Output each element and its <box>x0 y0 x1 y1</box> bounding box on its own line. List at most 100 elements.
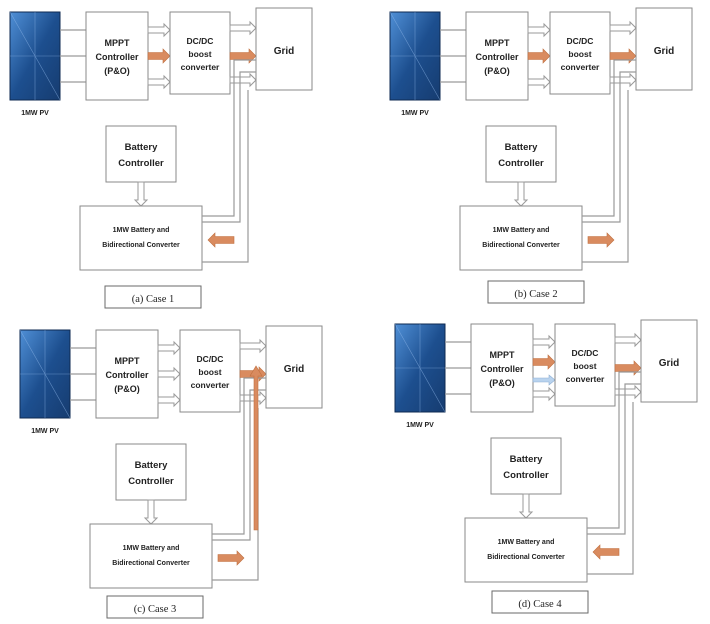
dcdc-converter-box <box>554 323 616 407</box>
connector-arrow <box>532 334 556 350</box>
battery-label-line1: 1MW Battery and <box>493 227 550 234</box>
pv-panel-grid <box>389 11 441 101</box>
mppt-label-line1: MPPT <box>114 356 140 366</box>
power-flow-arrow <box>587 232 615 248</box>
mppt-label-line3: (P&O) <box>104 66 130 76</box>
battery-converter-box <box>89 523 213 589</box>
connector-arrow <box>157 366 181 382</box>
battery-converter-box <box>79 205 203 271</box>
mppt-label-line2: Controller <box>480 364 523 374</box>
mppt-label-line1: MPPT <box>489 350 515 360</box>
connector-arrow <box>614 384 642 400</box>
dcdc-label-line3: converter <box>181 62 220 72</box>
battery-converter-box <box>464 517 588 583</box>
connector-arrow <box>527 74 551 90</box>
mppt-controller-box <box>95 329 159 419</box>
battery-controller-line2: Controller <box>498 158 544 169</box>
case-diagram-2: 1MW PVMPPTController(P&O)DC/DCboostconve… <box>389 7 693 271</box>
battery-controller-line1: Battery <box>125 142 158 153</box>
caption-box <box>491 590 589 614</box>
connector-arrow <box>157 340 181 356</box>
case-caption-4: (d) Case 4 <box>491 590 589 614</box>
grid-label: Grid <box>654 46 675 57</box>
dcdc-label-line2: boost <box>198 367 221 377</box>
dcdc-label-line1: DC/DC <box>187 36 214 46</box>
connector-arrow <box>147 22 171 38</box>
power-flow-arrow <box>217 550 245 566</box>
connector-arrow <box>532 386 556 402</box>
control-arrow <box>518 493 534 519</box>
connector-arrow <box>614 332 642 348</box>
pv-panel-grid <box>394 323 446 413</box>
pv-label: 1MW PV <box>31 428 59 435</box>
battery-converter-box <box>459 205 583 271</box>
connector-arrow <box>239 390 267 406</box>
bus-wire <box>587 383 641 535</box>
bus-wire <box>202 59 256 217</box>
dcdc-label-line3: converter <box>566 374 605 384</box>
grid-label: Grid <box>284 364 305 375</box>
battery-label-line2: Bidirectional Converter <box>482 242 560 249</box>
pv-label: 1MW PV <box>401 110 429 117</box>
mppt-label-line3: (P&O) <box>484 66 510 76</box>
caption-box <box>104 285 202 309</box>
power-flow-arrow <box>592 544 620 560</box>
mppt-label-line3: (P&O) <box>114 384 140 394</box>
dcdc-label-line2: boost <box>573 361 596 371</box>
case-diagram-4: 1MW PVMPPTController(P&O)DC/DCboostconve… <box>394 319 698 583</box>
case-caption-1: (a) Case 1 <box>104 285 202 309</box>
mppt-label-line2: Controller <box>105 370 148 380</box>
dcdc-converter-box <box>179 329 241 413</box>
grid-box <box>640 319 698 403</box>
battery-controller-box <box>105 125 177 183</box>
mppt-label-line2: Controller <box>475 52 518 62</box>
connector-arrow <box>239 338 267 354</box>
pv-panel-grid <box>19 329 71 419</box>
battery-label-line2: Bidirectional Converter <box>487 554 565 561</box>
pv-label: 1MW PV <box>21 110 49 117</box>
battery-controller-line1: Battery <box>135 460 168 471</box>
caption-box <box>106 595 204 619</box>
caption-text: (a) Case 1 <box>132 294 175 305</box>
case-caption-2: (b) Case 2 <box>487 280 585 304</box>
dcdc-label-line2: boost <box>188 49 211 59</box>
case-diagram-1: 1MW PVMPPTController(P&O)DC/DCboostconve… <box>9 7 313 271</box>
connector-arrow <box>609 72 637 88</box>
mppt-controller-box <box>470 323 534 413</box>
dcdc-label-line1: DC/DC <box>567 36 594 46</box>
grid-box <box>255 7 313 91</box>
mppt-label-line1: MPPT <box>484 38 510 48</box>
power-flow-arrow <box>207 232 235 248</box>
dcdc-label-line3: converter <box>191 380 230 390</box>
dcdc-label-line1: DC/DC <box>197 354 224 364</box>
pv-panel-grid <box>9 11 61 101</box>
bus-wire <box>587 402 634 575</box>
battery-label-line1: 1MW Battery and <box>123 545 180 552</box>
mppt-label-line3: (P&O) <box>489 378 515 388</box>
case-caption-3: (c) Case 3 <box>106 595 204 619</box>
grid-box <box>635 7 693 91</box>
connector-arrow <box>527 22 551 38</box>
case-diagram-3: 1MW PV MPPT Controller (P&O) DC/DC boost conve… <box>19 325 323 589</box>
bus-wire <box>587 371 641 529</box>
vertical-flow-arrow <box>249 365 263 531</box>
aux-flow-arrow <box>532 374 556 386</box>
connector-arrow <box>229 72 257 88</box>
caption-text: (b) Case 2 <box>514 289 557 300</box>
grid-box <box>265 325 323 409</box>
grid-label: Grid <box>274 46 295 57</box>
bus-wire <box>582 90 629 263</box>
battery-label-line2: Bidirectional Converter <box>112 560 190 567</box>
connector-arrow <box>229 20 257 36</box>
connector-arrow <box>147 74 171 90</box>
mppt-label-line1: MPPT <box>104 38 130 48</box>
dcdc-label-line3: converter <box>561 62 600 72</box>
grid-label: Grid <box>659 358 680 369</box>
connector-arrow <box>157 392 181 408</box>
battery-controller-box <box>490 437 562 495</box>
control-arrow <box>133 181 149 207</box>
bus-wire <box>582 71 636 223</box>
battery-label-line2: Bidirectional Converter <box>102 242 180 249</box>
control-arrow <box>513 181 529 207</box>
